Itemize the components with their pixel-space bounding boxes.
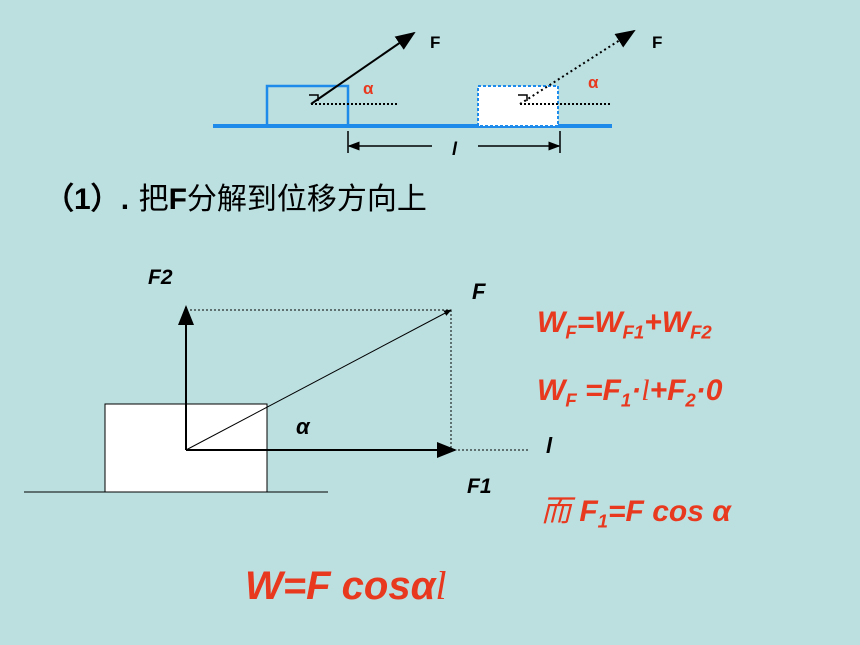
result-equation: W=F cosαl	[245, 563, 447, 608]
block-end	[477, 85, 559, 127]
f-label: F	[472, 279, 486, 304]
step-title: （1）. 把F分解到位移方向上	[44, 182, 427, 217]
force-label-left: F	[430, 33, 441, 52]
l-label: l	[546, 433, 553, 458]
displacement-label-top: l	[452, 139, 458, 159]
f1-label: F1	[467, 475, 492, 498]
f2-label: F2	[148, 266, 173, 289]
work-components-equation: WF =F1·l+F2·0	[537, 374, 723, 411]
force-arrow-left	[310, 31, 416, 105]
f-arrow	[185, 309, 452, 451]
angle-label-left: α	[363, 79, 374, 98]
angle-mark-right	[518, 94, 528, 101]
force-label-right: F	[652, 33, 663, 52]
angle-mark-left	[309, 94, 319, 101]
f1-cos-equation: 而 F1=F cos α	[541, 494, 731, 532]
force-arrow-right	[519, 29, 636, 105]
block-start	[265, 84, 350, 128]
angle-label-right: α	[588, 73, 599, 92]
work-sum-equation: WF=WF1+WF2	[537, 306, 712, 343]
alpha-label: α	[296, 414, 310, 439]
